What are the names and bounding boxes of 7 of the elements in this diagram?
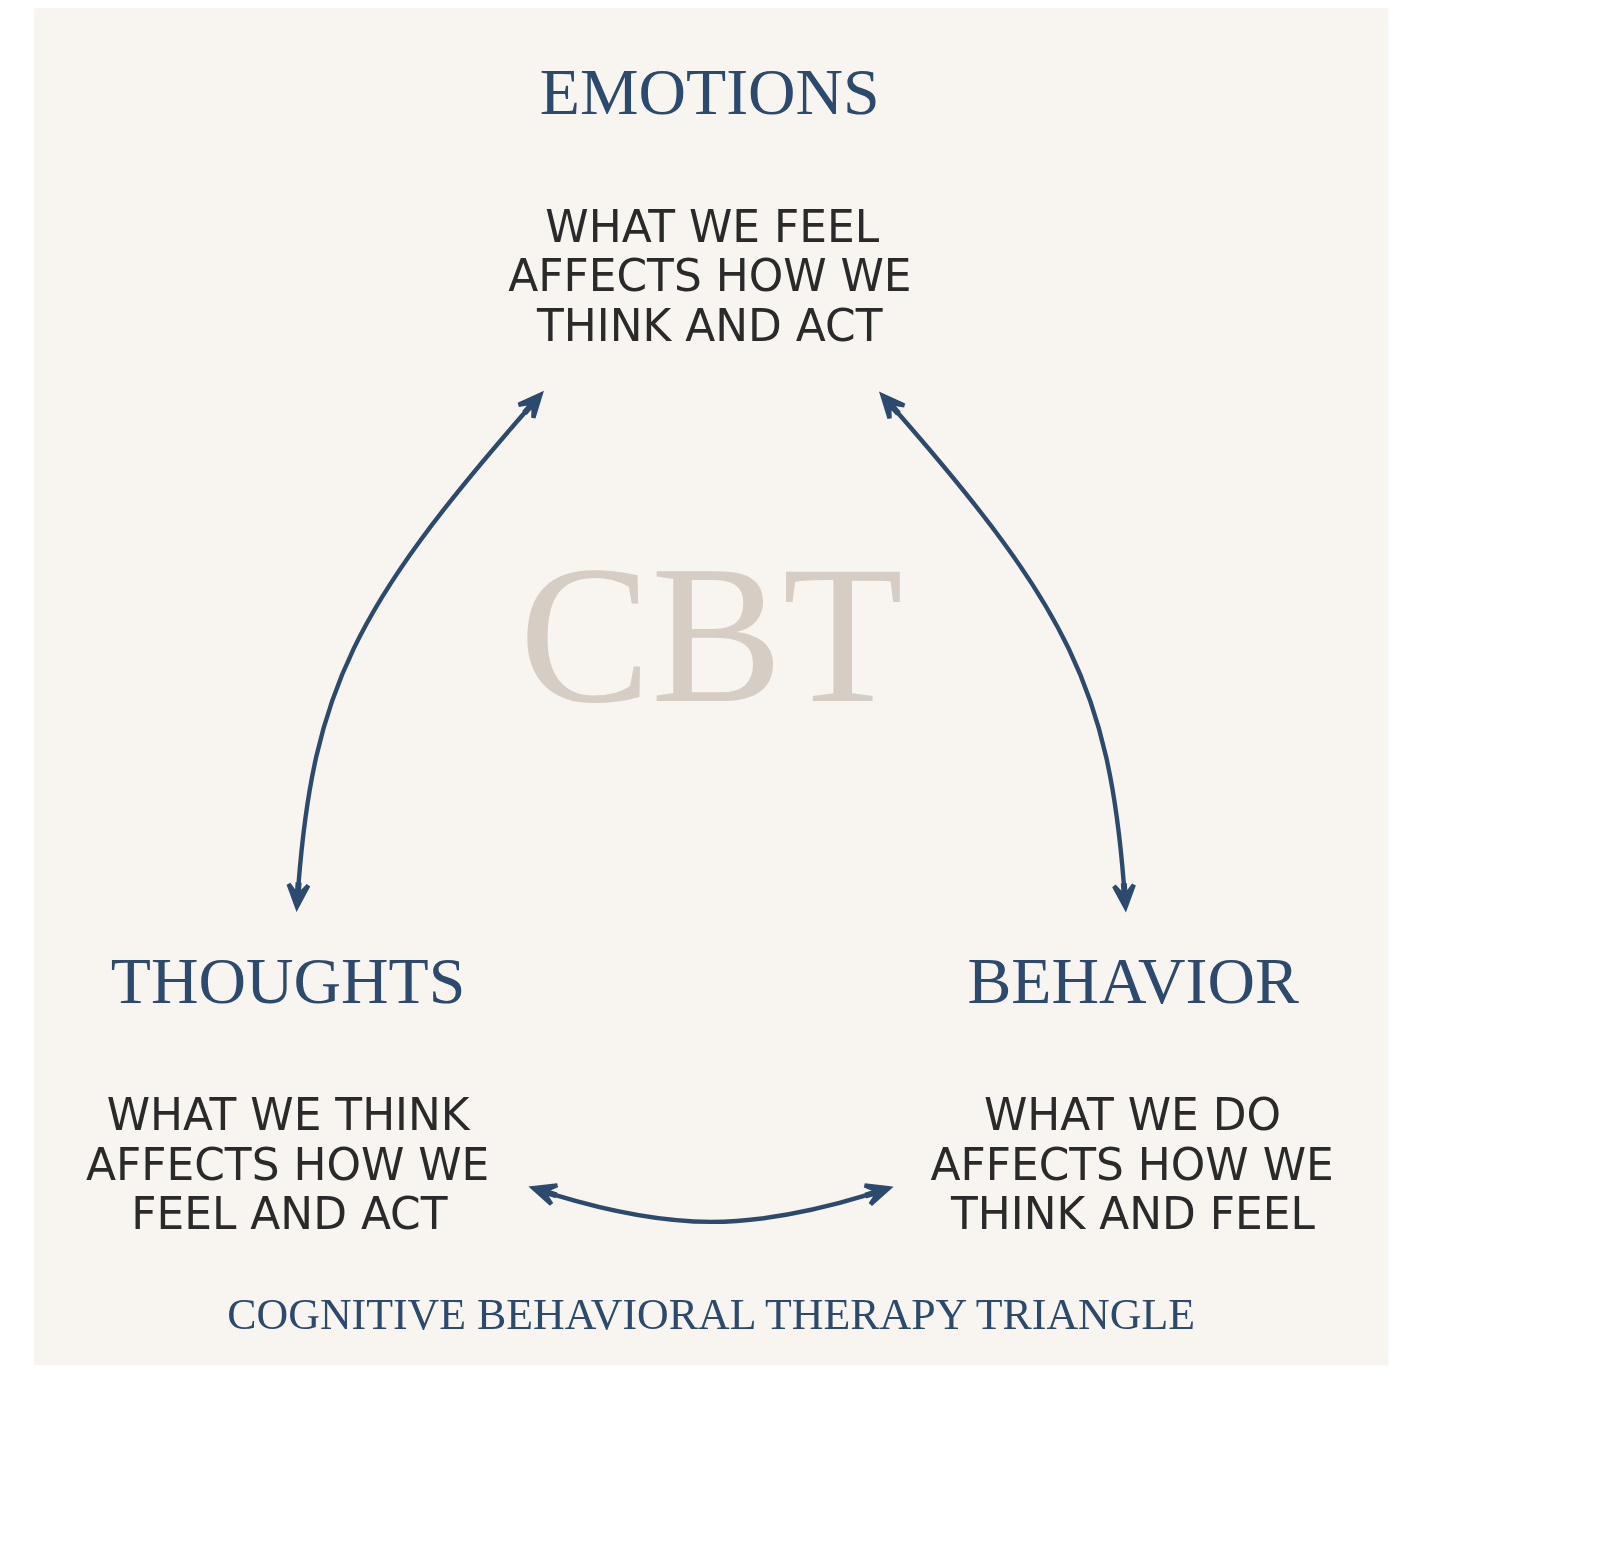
arrow: [880, 393, 1136, 910]
node-text: THOUGHTS WHAT WE THINK AFFECTS HOW WE FEEL AND ACT: [86, 943, 490, 1239]
caption: COGNITIVE BEHAVIORAL THERAPY TRIANGLE: [227, 1290, 1196, 1339]
arrow: [531, 1183, 891, 1224]
arrow: [286, 392, 543, 909]
node-text: EMOTIONS WHAT WE FEEL AFFECTS HOW WE THINK AND ACT: [508, 55, 912, 351]
node-text: BEHAVIOR WHAT WE DO AFFECTS HOW WE THINK AND FEEL: [930, 943, 1334, 1239]
